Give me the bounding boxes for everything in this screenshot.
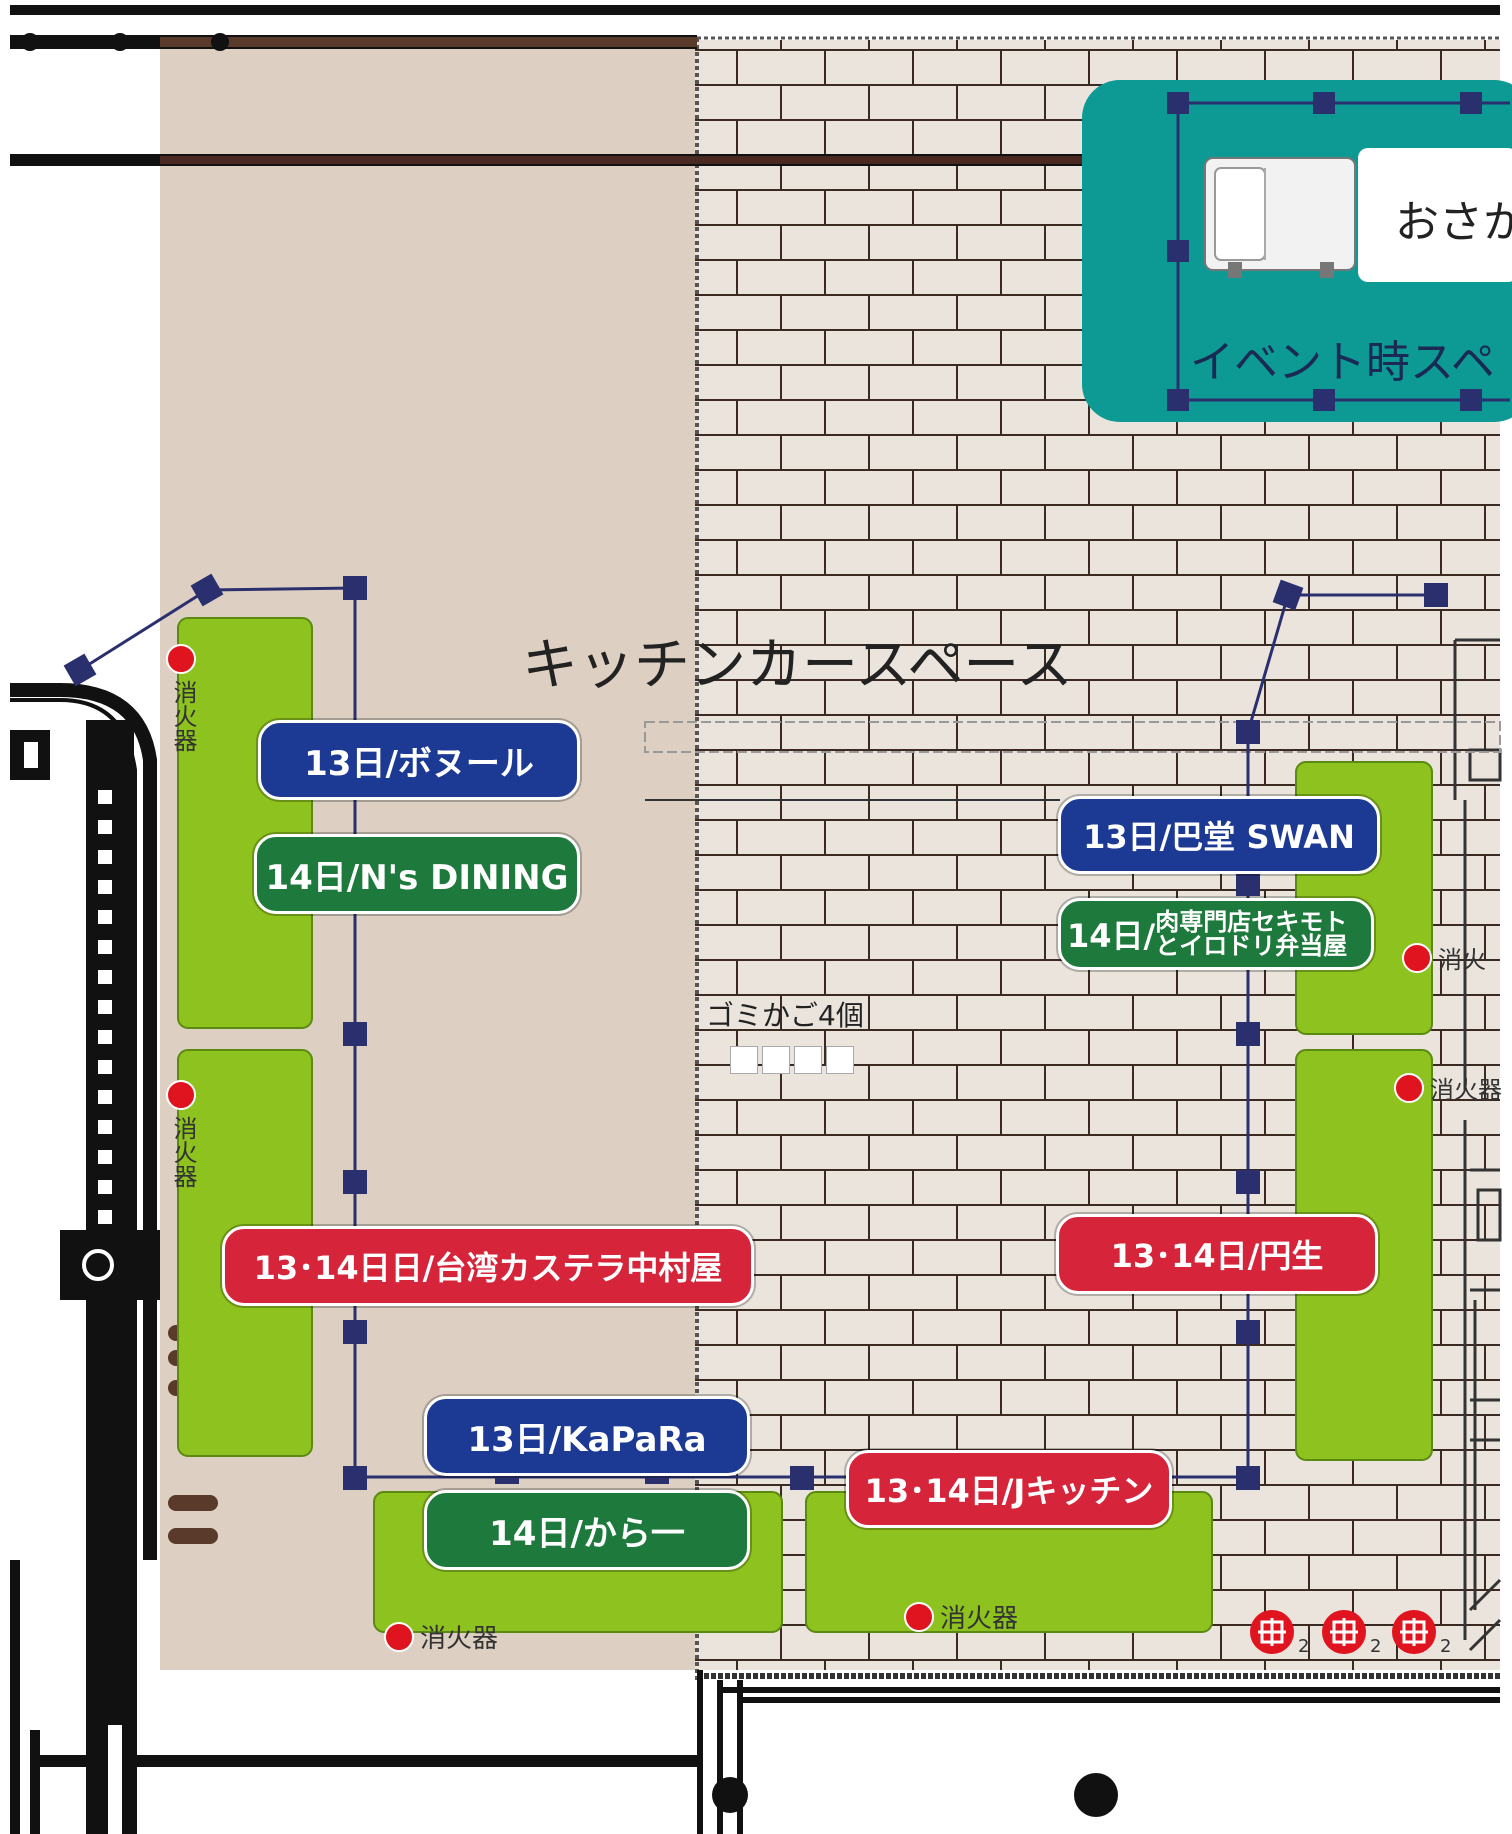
fire-extinguisher-label: 消火器 — [420, 1624, 499, 1654]
vendor-label-kara[interactable]: 14日/から一 — [424, 1490, 750, 1570]
fire-extinguisher-label: 消火器 — [940, 1604, 1019, 1634]
vendor-label-bonnoir[interactable]: 13日/ボヌール — [258, 720, 580, 800]
vendor-label-swan[interactable]: 13日/巴堂 SWAN — [1058, 796, 1380, 874]
manhole-number: 2 — [1440, 1636, 1452, 1657]
fire-extinguisher-label: 消火 — [1438, 946, 1486, 974]
right-building-edge — [1453, 638, 1502, 1652]
fire-extinguisher-right-top: 消火 — [1402, 940, 1486, 975]
manhole-number: 2 — [1370, 1636, 1382, 1657]
vendor-label-sekimoto-names: 肉専門店セキモト とイロドリ弁当屋 — [1155, 910, 1347, 958]
vendor-label-sekimoto[interactable]: 14日/ 肉専門店セキモト とイロドリ弁当屋 — [1058, 898, 1374, 970]
trash-bin — [730, 1046, 758, 1074]
vendor-label-ns-dining[interactable]: 14日/N's DINING — [254, 834, 580, 914]
fire-extinguisher-label: 消火器 — [169, 1116, 197, 1188]
vendor-label-sekimoto-line1: 肉専門店セキモト — [1155, 908, 1348, 936]
fire-extinguisher-bottom-right: 消火器 — [904, 1598, 1018, 1635]
trash-bins — [730, 1046, 854, 1074]
fire-extinguisher-bottom-left: 消火器 — [384, 1618, 498, 1655]
vendor-label-j-kitchen[interactable]: 13･14日/Jキッチン — [846, 1450, 1172, 1528]
vendor-label-taiwan-castella[interactable]: 13･14日日/台湾カステラ中村屋 — [222, 1226, 754, 1306]
manhole-number: 2 — [1298, 1636, 1310, 1657]
fire-extinguisher-icon — [1402, 942, 1432, 973]
trash-bin — [794, 1046, 822, 1074]
fire-extinguisher-icon — [384, 1621, 414, 1652]
kitchen-truck-icon — [1204, 148, 1512, 282]
truck-sign-text: おさか — [1395, 197, 1512, 248]
fire-extinguisher-icon — [166, 644, 196, 674]
fire-extinguisher-label: 消火器 — [1430, 1076, 1502, 1104]
fire-extinguisher-icon — [1394, 1072, 1424, 1103]
vendor-label-kapara[interactable]: 13日/KaPaRa — [424, 1396, 750, 1476]
kitchen-car-space-title: キッチンカースペース — [522, 633, 1073, 698]
trash-bin — [826, 1046, 854, 1074]
fire-extinguisher-right-bottom: 消火器 — [1394, 1070, 1502, 1105]
left-rail-ladder — [10, 720, 700, 1834]
fire-extinguisher-icon — [166, 1080, 196, 1110]
trash-bin — [762, 1046, 790, 1074]
fire-extinguisher-label: 消火器 — [169, 680, 197, 752]
trash-bins-label: ゴミかご4個 — [706, 999, 864, 1032]
vendor-label-sekimoto-line2: とイロドリ弁当屋 — [1155, 932, 1348, 960]
rope-posts — [63, 573, 1448, 1490]
paving-border-row — [644, 721, 1501, 801]
vendor-label-sekimoto-day: 14日/ — [1067, 917, 1156, 955]
event-space-label: イベント時スペ — [1190, 337, 1495, 388]
vendor-label-ensei[interactable]: 13･14日/円生 — [1056, 1214, 1378, 1294]
manholes — [1250, 1610, 1436, 1654]
fire-extinguisher-left-bottom — [166, 1080, 196, 1110]
fire-extinguisher-icon — [904, 1601, 934, 1632]
fire-extinguisher-left-top — [166, 644, 196, 674]
